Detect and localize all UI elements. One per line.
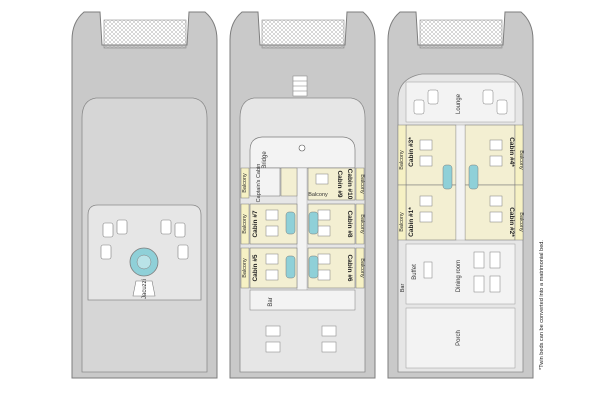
cabin-3-balcony: Balcony: [399, 150, 405, 170]
lounge-sofas: [413, 89, 508, 115]
captain-cabin: [249, 167, 281, 197]
upper-bar-label: Bar: [268, 297, 274, 306]
jacuzzi-steps: [132, 280, 156, 297]
sun-loungers: [100, 219, 189, 260]
upper-deck-bow-net: [261, 19, 345, 49]
cabin-6-label: Cabin #6: [346, 254, 353, 281]
cabin-5-label: Cabin #5: [252, 254, 259, 281]
cabin-9-left: [280, 167, 298, 197]
upper-aft-tables: [265, 325, 337, 353]
main-bar-label: Bar: [400, 284, 406, 293]
porch-label: Porch: [456, 330, 462, 346]
main-bathtubs: [442, 164, 479, 190]
jacuzzi-label: Jacuzzi: [142, 279, 148, 299]
cabin-2-label: Cabin #2*: [508, 207, 515, 237]
buffet-label: Buffet: [412, 264, 418, 280]
upper-balcony-label: Balcony: [242, 173, 248, 193]
dining-label: Dining room: [456, 260, 462, 292]
upper-bathtubs: [285, 211, 319, 279]
cabin-2-balcony: Balcony: [518, 212, 524, 232]
captain-cabin-label: Captain's Cabin: [256, 164, 262, 203]
cabin-5-balcony: Balcony: [242, 258, 248, 278]
cabin-7-label: Cabin #7: [252, 210, 259, 237]
sun-deck-bow-net: [103, 19, 187, 49]
upper-bow-stairs: [292, 75, 308, 97]
main-deck: Lounge Cabin #3* Balcony Cabin #4* Balco…: [387, 11, 534, 379]
cabin-9-balcony: Balcony: [308, 192, 328, 198]
cabin-10-label: Cabin #10: [346, 169, 353, 200]
lounge-label: Lounge: [456, 93, 462, 114]
cabin-1-balcony: Balcony: [399, 212, 405, 232]
footnote: *Twin beds can be converted into a matri…: [539, 240, 545, 370]
main-corridor: [455, 124, 466, 241]
cabin-7-balcony: Balcony: [242, 214, 248, 234]
main-beds: [419, 139, 503, 223]
bridge-label: Bridge: [262, 151, 268, 169]
dining-tables: [423, 251, 501, 293]
cabin-10-balcony: Balcony: [359, 174, 365, 194]
cabin-4-balcony: Balcony: [518, 150, 524, 170]
cabin-1-label: Cabin #1*: [408, 207, 415, 237]
cabin-4-label: Cabin #4*: [508, 137, 515, 167]
upper-corridor: [296, 167, 308, 299]
cabin-3-label: Cabin #3*: [408, 137, 415, 167]
upper-bar-area: [249, 289, 356, 311]
cabin-8-balcony: Balcony: [359, 214, 365, 234]
main-deck-bow-net: [419, 19, 503, 49]
helm-icon: [298, 144, 306, 152]
cabin-9-label: Cabin #9: [336, 170, 343, 197]
porch-area: [405, 307, 516, 369]
cabin-8-label: Cabin #8: [346, 210, 353, 237]
cabin-6-balcony: Balcony: [359, 258, 365, 278]
bridge-area: [249, 136, 356, 169]
sun-deck: Jacuzzi: [71, 11, 218, 379]
upper-balcony-strip: [240, 167, 250, 199]
upper-deck: Bridge Captain's Cabin Balcony Cabin #10…: [229, 11, 376, 379]
